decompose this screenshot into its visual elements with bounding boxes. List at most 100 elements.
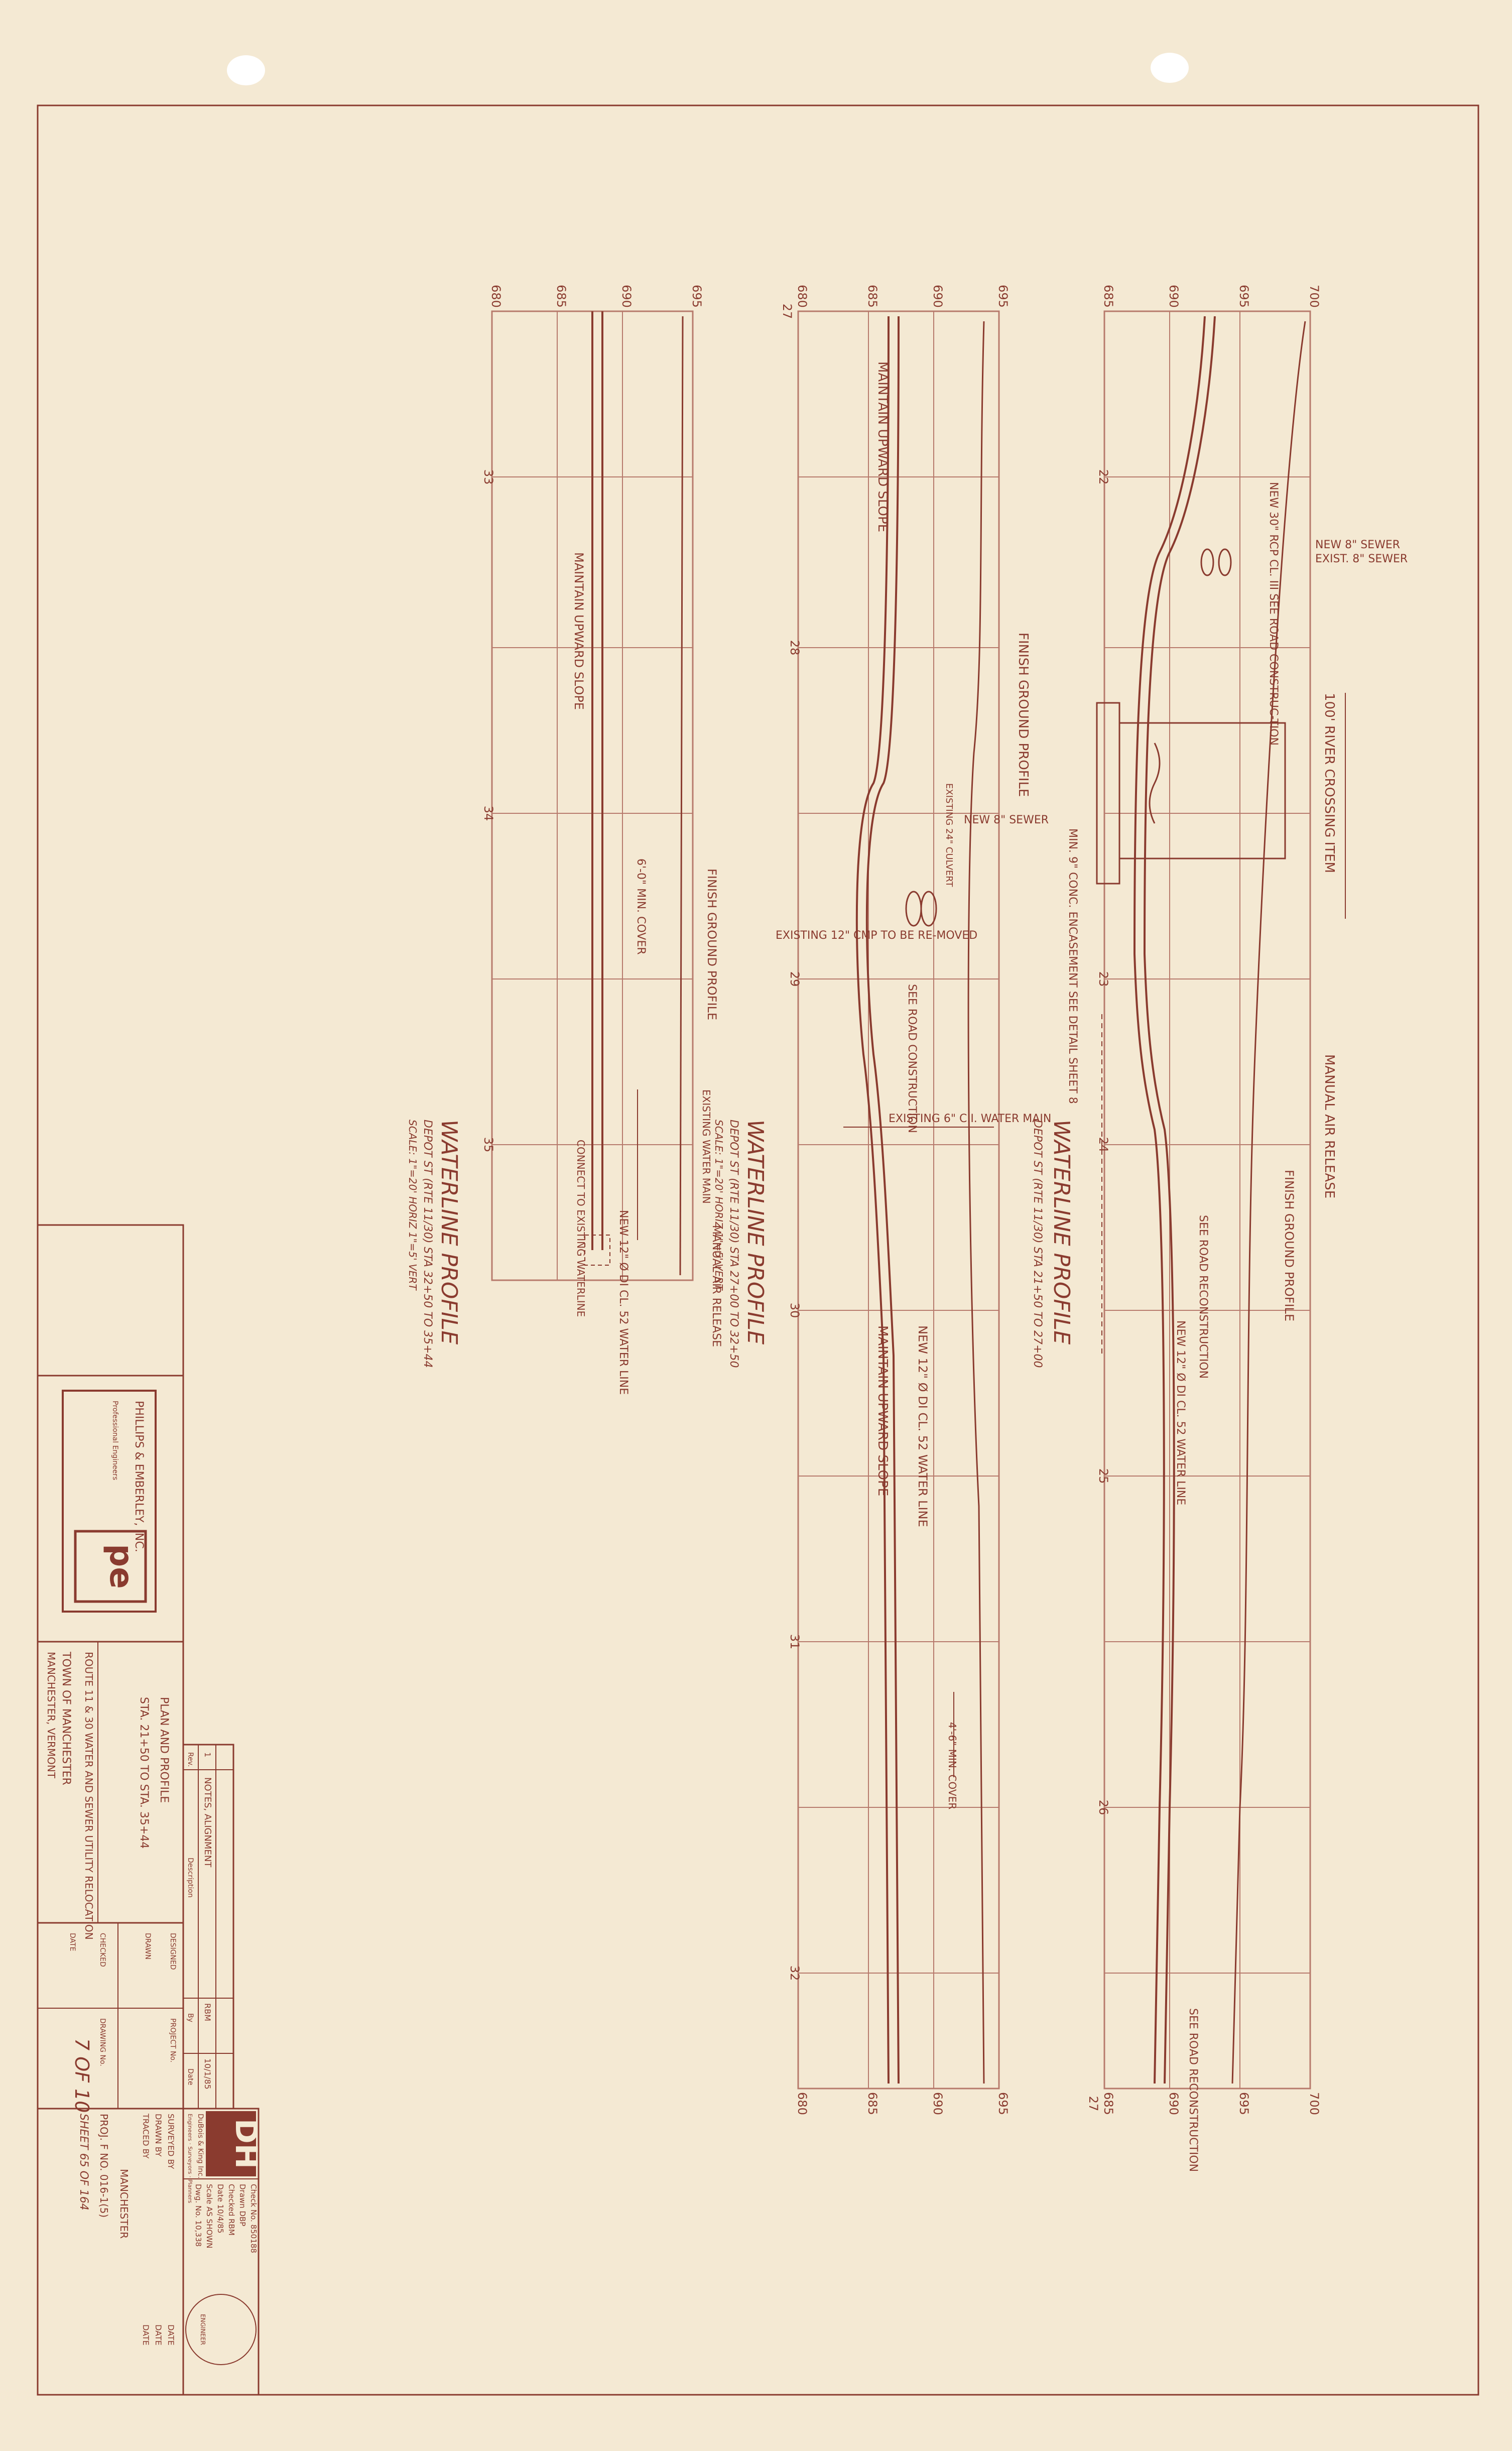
p2-station-1: 29 [788, 971, 802, 987]
profile-1-frame [1103, 310, 1311, 2090]
sheet-title: PLAN AND PROFILE [158, 1697, 170, 1803]
p1-elev-bottom-3: 685 [1101, 2092, 1115, 2115]
p3-note-existing-main: EXISTING WATER MAIN [700, 1089, 712, 1204]
project-name: ROUTE 11 & 30 WATER AND SEWER UTILITY RE… [83, 1652, 95, 1940]
p1-station-1: 23 [1096, 971, 1110, 987]
p2-station-start: 27 [780, 304, 794, 319]
p2-water-main-2 [855, 316, 890, 2084]
rev-1-date: 10/1/85 [203, 2058, 212, 2090]
p1-ground-profile [1231, 321, 1306, 2084]
p3-elev-0: 695 [690, 285, 704, 308]
label-drawn: DRAWN [144, 1933, 152, 1959]
p2-station-3: 31 [788, 1634, 802, 1650]
dh-check-no: Check No. 850188 [249, 2184, 258, 2253]
p2-subtitle: DEPOT ST (RTE 11/30) STA 27+00 TO 32+50 [727, 1120, 740, 1368]
p1-elev-bottom-2: 690 [1167, 2092, 1181, 2115]
p2-note-finish-ground: FINISH GROUND PROFILE [1016, 633, 1031, 797]
dh-address: Engineers · Surveyors · Planners [187, 2114, 193, 2203]
survey-block-frame [37, 2108, 184, 2396]
p1-note-new-sewer: NEW 8" SEWER [1315, 539, 1400, 551]
dh-logo: DH [228, 2119, 264, 2169]
p3-note-water-line: NEW 12" Ø DI CL. 52 WATER LINE [617, 1210, 629, 1395]
p1-water-main-2 [1133, 316, 1206, 2084]
p3-ground-profile [679, 316, 684, 1276]
label-date: DATE [68, 1933, 76, 1951]
town-name: TOWN OF MANCHESTER [60, 1651, 72, 1785]
p1-note-river-crossing: 100' RIVER CROSSING ITEM [1322, 693, 1337, 873]
p3-station-0: 33 [481, 469, 495, 485]
engineer-seal [185, 2294, 257, 2365]
p2-note-road-construction: SEE ROAD CONSTRUCTION [906, 984, 918, 1133]
dh-dwg-no: Dwg. No. 10,338 [194, 2184, 203, 2247]
p2-scale: SCALE: 1"=20' HORIZ 1"=5' VERT [713, 1120, 725, 1291]
rev-header-by: By [186, 2013, 194, 2022]
p1-station-3: 25 [1096, 1468, 1110, 1484]
p1-station-2: 24 [1096, 1137, 1110, 1153]
p2-note-upward-slope-1: MAINTAIN UPWARD SLOPE [875, 361, 890, 532]
p1-elev-0: 700 [1307, 285, 1321, 308]
engineer-seal-text: ENGINEER [199, 2314, 206, 2345]
p3-elev-1: 690 [619, 285, 634, 308]
p1-note-finish-ground: FINISH GROUND PROFILE [1282, 1170, 1296, 1321]
p1-elev-3: 685 [1101, 285, 1115, 308]
dh-checked: Checked RBM [227, 2184, 236, 2236]
p2-elev-0: 695 [996, 285, 1010, 308]
p2-elev-bottom-0: 695 [996, 2092, 1010, 2115]
p2-note-water-line: NEW 12" Ø DI CL. 52 WATER LINE [916, 1325, 930, 1527]
p3-station-2: 35 [481, 1137, 495, 1153]
profile-2: 695 690 685 680 27 695 690 685 680 28 29… [710, 285, 1051, 2115]
rev-1-number: 1 [203, 1752, 212, 1757]
p1-elev-bottom-0: 700 [1307, 2092, 1321, 2115]
profile-3: 695 690 685 680 33 34 35 MAINTAIN UPWARD… [407, 285, 719, 1395]
rev-header-rev: Rev. [186, 1752, 194, 1767]
p1-note-air-release: MANUAL AIR RELEASE [1322, 1054, 1337, 1198]
label-drawing-no: DRAWING No. [98, 2018, 106, 2066]
sheet-number: SHEET 65 OF 164 [77, 2114, 90, 2211]
punch-hole-left [227, 55, 265, 85]
label-designed: DESIGNED [169, 1933, 177, 1970]
p2-note-cmp: EXISTING 12" CMP TO BE RE-MOVED [776, 929, 977, 942]
label-checked: CHECKED [98, 1933, 106, 1967]
p2-elev-bottom-2: 685 [865, 2092, 879, 2115]
p1-elev-1: 695 [1237, 285, 1251, 308]
p2-note-upward-slope-2: MAINTAIN UPWARD SLOPE [875, 1325, 890, 1496]
p1-note-exist-sewer: EXIST. 8" SEWER [1315, 553, 1408, 565]
p1-sewer-exist [1218, 548, 1232, 576]
p3-note-upward-slope: MAINTAIN UPWARD SLOPE [572, 552, 586, 710]
p1-note-rcp: NEW 30" RCP CL. III SEE ROAD CONSTRUC-TI… [1267, 482, 1280, 746]
p3-station-1: 34 [481, 806, 495, 821]
p2-culvert [920, 891, 937, 927]
p2-elev-bottom-1: 690 [931, 2092, 945, 2115]
p1-note-road-recon-1: SEE ROAD RECONSTRUCTION [1197, 1215, 1209, 1379]
p1-title: WATERLINE PROFILE [1049, 1120, 1074, 1344]
traced-by: TRACED BY [141, 2113, 151, 2159]
p2-note-cover: 4'-6" MIN. COVER [946, 1722, 958, 1809]
rev-1-description: NOTES, ALIGNMENT [202, 1777, 213, 1868]
firm-name: PHILLIPS & EMBERLEY, INC. [133, 1401, 145, 1552]
firm-logo-mark [74, 1530, 147, 1603]
dh-block: DH DuBois & King Inc. Engineers · Survey… [182, 2108, 264, 2396]
firm-logo-text: pe [102, 1544, 140, 1588]
p1-encasement [1096, 702, 1120, 885]
p2-title: WATERLINE PROFILE [742, 1120, 768, 1344]
p2-ground-profile [967, 321, 985, 2084]
p2-note-new-sewer: NEW 8" SEWER [964, 814, 1049, 826]
date-label-3: DATE [141, 2324, 151, 2346]
p2-note-existing-main: EXISTING 6" C.I. WATER MAIN [889, 1113, 1051, 1125]
p1-elev-bottom-1: 695 [1237, 2092, 1251, 2115]
p2-station-0: 28 [788, 640, 802, 656]
p3-note-finish-ground: FINISH GROUND PROFILE [705, 869, 719, 1020]
p2-station-2: 30 [788, 1303, 802, 1318]
drawing-number: 7 OF 10 [71, 2038, 93, 2113]
profile-1: 700 695 690 685 700 695 690 685 27 22 23… [1031, 285, 1408, 2172]
project-number: PROJ. F NO. 016-1(5) [98, 2114, 110, 2218]
p3-elev-3: 680 [489, 285, 503, 308]
p2-elev-1: 690 [931, 285, 945, 308]
dh-firm: DuBois & King Inc. [196, 2114, 204, 2178]
firm-tag: Professional Engineers [111, 1401, 119, 1480]
p2-elev-3: 680 [795, 285, 809, 308]
p1-note-encasement: MIN. 9" CONC. ENCASEMENT SEE DETAIL SHEE… [1066, 828, 1079, 1104]
p3-title: WATERLINE PROFILE [436, 1120, 462, 1344]
dh-drawn: Drawn DBP [238, 2184, 247, 2226]
